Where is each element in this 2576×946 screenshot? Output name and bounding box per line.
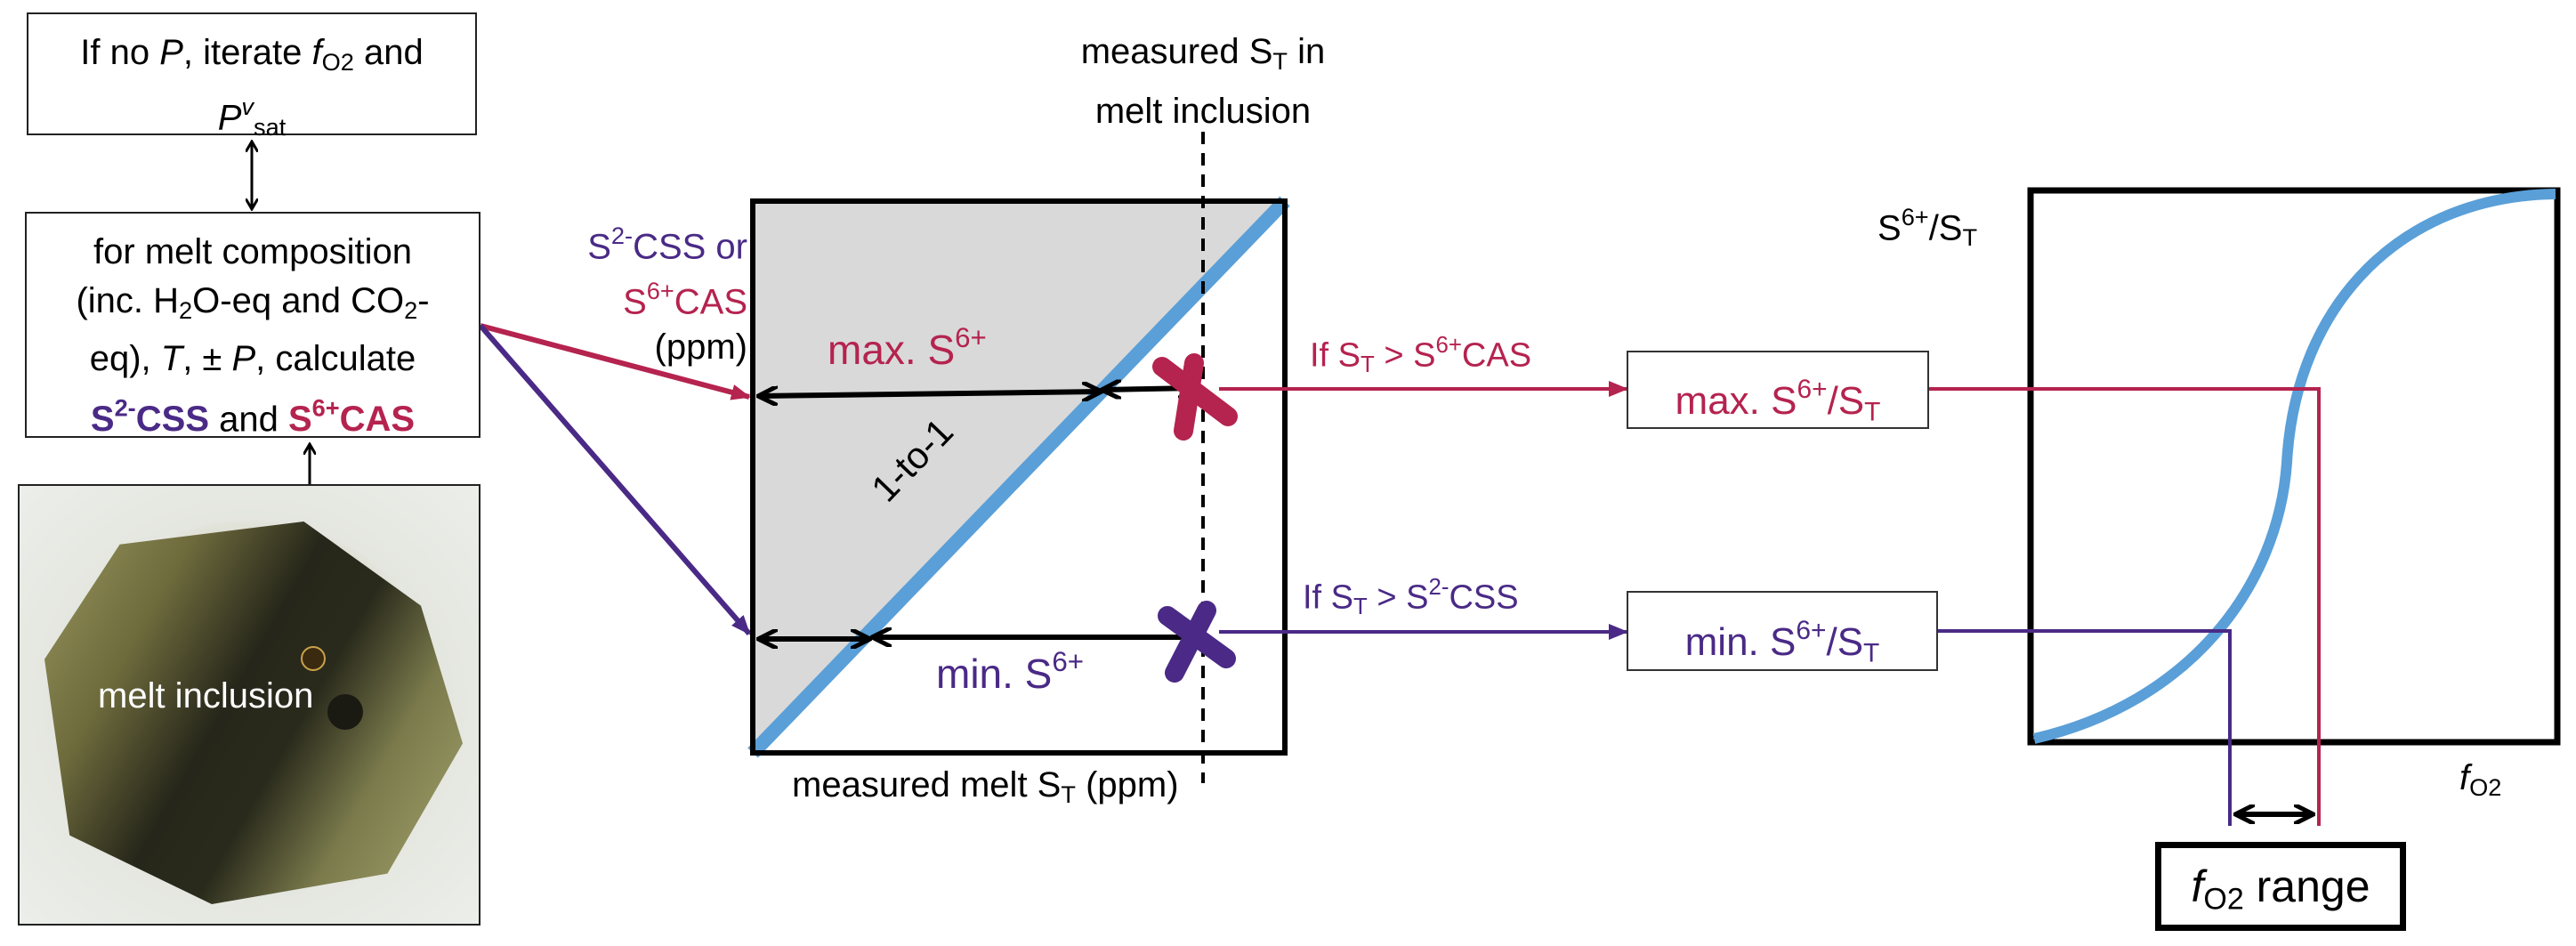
max-s6-st-box: max. S6+/ST (1627, 351, 1929, 429)
min-s6-label: min. S6+ (936, 646, 1085, 697)
max-s6-arrow (760, 392, 1100, 396)
central-plot-frame (750, 198, 1288, 756)
photo-label: melt inclusion (98, 676, 314, 716)
max-projection-line (1929, 387, 2321, 826)
central-y-axis-label: S2-CSS or S6+CAS (ppm) (587, 222, 747, 367)
measured-st-label: measured ST in melt inclusion (1080, 32, 1326, 131)
right-x-axis-label: fO2 (2459, 758, 2502, 801)
css-input-arrow (478, 324, 752, 635)
max-s6-label: max. S6+ (828, 322, 987, 373)
cas-condition-label: If ST > S6+CAS (1310, 333, 1532, 377)
iteration-box: If no P, iterate fO2 and Pvsat (27, 12, 477, 141)
inclusion-dot (301, 646, 326, 671)
min-s6-st-box: min. S6+/ST (1627, 591, 1938, 671)
inclusion-bubble (327, 694, 363, 730)
right-plot-frame (2027, 187, 2561, 746)
css-condition-label: If ST > S2-CSS (1303, 575, 1519, 619)
sigmoid-curve (2032, 189, 2556, 744)
one-to-one-line (747, 196, 1290, 758)
calculation-box: for melt composition (inc. H2O-eq and CO… (25, 212, 480, 439)
central-x-axis-label: measured melt ST (ppm) (792, 765, 1179, 808)
min-projection-line (1938, 629, 2232, 826)
min-cross-marker (1158, 601, 1236, 683)
cas-input-arrow (480, 323, 751, 400)
melt-inclusion-photo (18, 484, 480, 926)
right-y-axis-label: S6+/ST (1877, 203, 1978, 252)
max-cross-marker (1152, 353, 1238, 441)
fo2-range-box: fO2 range (2155, 842, 2406, 931)
